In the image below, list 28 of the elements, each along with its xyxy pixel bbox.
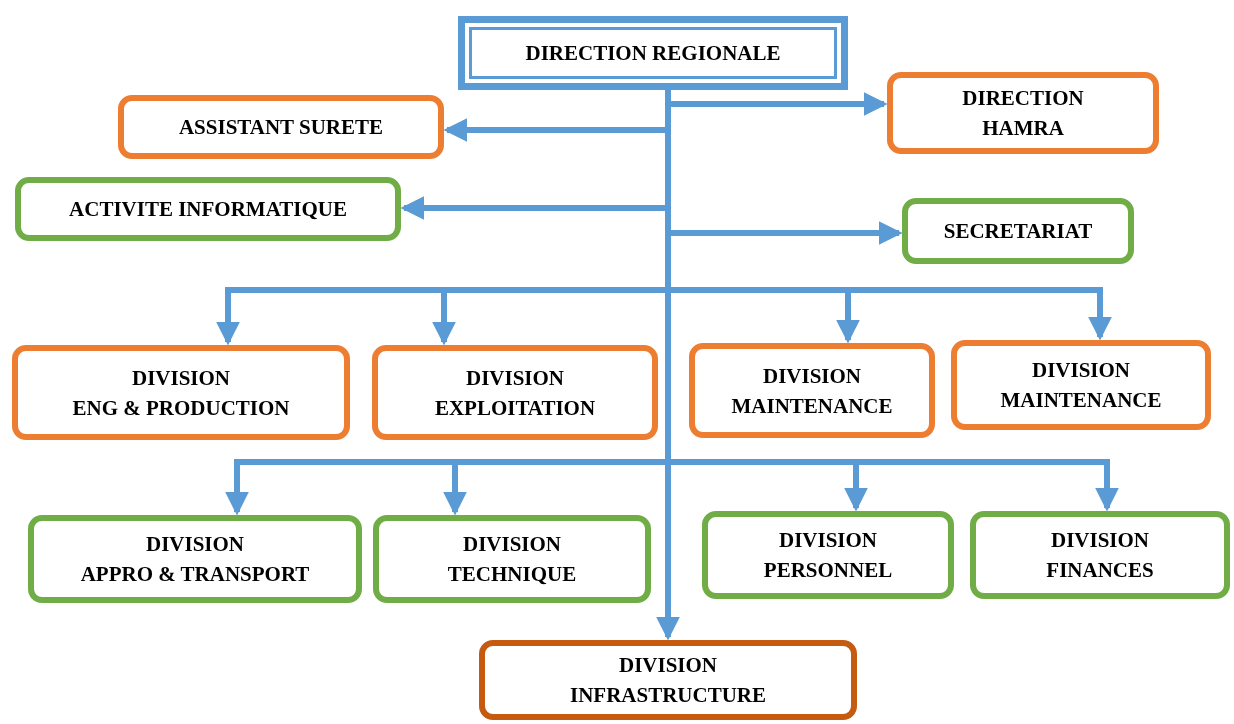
unit-box	[12, 345, 350, 440]
unit-box	[902, 198, 1134, 264]
unit-name: DIVISION PERSONNEL	[763, 527, 893, 584]
unit-box	[373, 515, 651, 603]
unit-name: SECRETARIAT	[943, 218, 1093, 245]
unit-box	[970, 511, 1230, 599]
unit-name: ASSISTANT SURETE	[178, 114, 384, 141]
unit-box	[28, 515, 362, 603]
unit-name: ACTIVITE INFORMATIQUE	[69, 196, 347, 223]
unit-box	[951, 340, 1211, 430]
unit-box	[887, 72, 1159, 154]
unit-name: DIVISION ENG & PRODUCTION	[72, 364, 290, 422]
unit-name: DIVISION APPRO & TRANSPORT	[80, 531, 310, 588]
unit-box	[702, 511, 954, 599]
unit-name: DIVISION TECHNIQUE	[447, 531, 577, 588]
unit-name: DIVISION FINANCES	[1046, 527, 1154, 584]
unit-name: DIVISION INFRASTRUCTURE	[570, 652, 766, 709]
unit-box	[479, 640, 857, 720]
unit-name: DIRECTION REGIONALE	[525, 40, 781, 67]
unit-name: DIVISION MAINTENANCE	[731, 362, 893, 420]
unit-box	[118, 95, 444, 159]
unit-name: DIRECTION HAMRA	[962, 85, 1084, 142]
unit-box	[372, 345, 658, 440]
unit-name: DIVISION EXPLOITATION	[434, 364, 596, 422]
unit-box	[15, 177, 401, 241]
header-box	[458, 16, 848, 90]
unit-box	[689, 343, 935, 438]
unit-name: DIVISION MAINTENANCE	[1000, 357, 1162, 414]
